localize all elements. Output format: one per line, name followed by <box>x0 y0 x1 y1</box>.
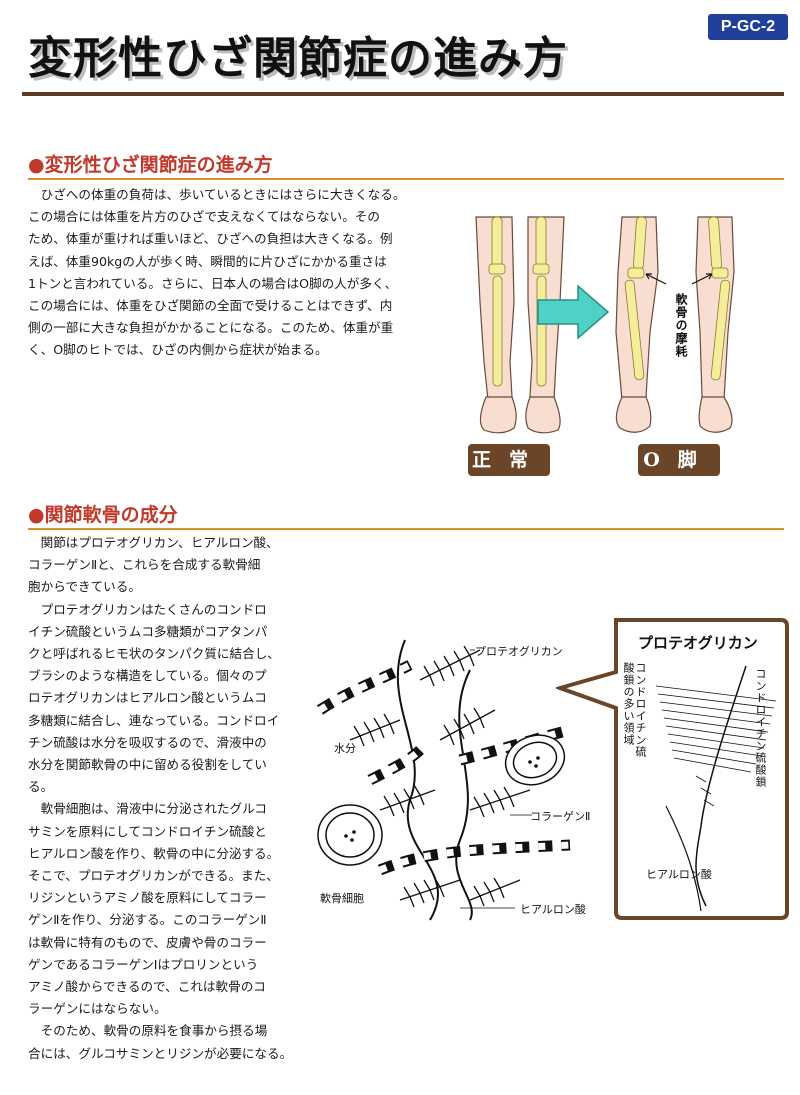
body-line: ブラシのような構造をしている。個々のプ <box>28 668 267 684</box>
body-line: ため、体重が重ければ重いほど、ひざへの負担は大きくなる。例 <box>28 231 393 247</box>
body-line: この場合には体重を片方のひざで支えなくてはならない。その <box>28 209 380 225</box>
body-line: 多糖類に結合し、連なっている。コンドロイ <box>28 712 280 728</box>
inset-title: プロテオグリカン <box>638 634 758 652</box>
section-heading-progression: ●変形性ひざ関節症の進み方 <box>28 154 273 176</box>
title-divider <box>22 92 784 96</box>
body-line: は軟骨に特有のもので、皮膚や骨のコラー <box>28 934 267 950</box>
wear-pointer-arrows <box>645 273 713 285</box>
chondrocyte-label: 軟骨細胞 <box>320 892 364 905</box>
body-line: ゲンであるコラーゲンⅠはプロリンという <box>28 956 259 972</box>
normal-label-badge: 正常 <box>468 444 550 476</box>
body-line: 関節はプロテオグリカン、ヒアルロン酸、 <box>28 535 279 550</box>
proteoglycan-label: プロテオグリカン <box>475 645 563 658</box>
body-line: イチン硫酸というムコ多糖類がコアタンパ <box>28 623 268 639</box>
body-line: コラーゲンⅡと、これらを合成する軟骨細 <box>28 557 261 573</box>
body-line: 水分を関節軟骨の中に留める役割をしてい <box>28 757 267 773</box>
body-line: ひざへの体重の負荷は、歩いているときにはさらに大きくなる。 <box>28 187 406 202</box>
body-line: ゲンⅡを作り、分泌する。このコラーゲンⅡ <box>28 912 267 928</box>
o-leg-label-badge: O脚 <box>638 444 720 476</box>
body-line: 軟骨細胞は、滑液中に分泌されたグルコ <box>28 801 268 817</box>
body-line: えば、体重90kgの人が歩く時、瞬間的に片ひざにかかる重さは <box>28 253 387 269</box>
cartilage-wear-label: 軟骨の摩耗 <box>674 293 688 358</box>
arrow-right-icon <box>537 284 610 340</box>
body-line: 胞からできている。 <box>28 579 141 595</box>
section2-body: 関節はプロテオグリカン、ヒアルロン酸、 コラーゲンⅡと、これらを合成する軟骨細 … <box>28 532 292 1065</box>
body-line: サミンを原料にしてコンドロイチン硫酸と <box>28 823 267 839</box>
body-line: ラーゲンにはならない。 <box>28 1001 167 1017</box>
section-divider <box>28 178 784 180</box>
o-leg-bones <box>624 216 731 381</box>
body-line: 側の一部に大きな負担がかかることになる。このため、体重が重 <box>28 320 394 336</box>
body-line: く、O脚のヒトでは、ひざの内側から症状が始まる。 <box>28 342 328 358</box>
page-code-badge: P-GC-2 <box>708 14 788 40</box>
page-title: 変形性ひざ関節症の進み方 <box>28 33 568 84</box>
collagen-label: コラーゲンⅡ <box>530 810 591 823</box>
legs-illustration <box>475 216 735 434</box>
body-line: この場合には、体重をひざ関節の全面で受けることはできず、内 <box>28 298 393 314</box>
proteoglycan-inset-frame <box>556 618 789 920</box>
body-line: 合には、グルコサミンとリジンが必要になる。 <box>28 1045 293 1061</box>
body-line: 1トンと言われている。さらに、日本人の場合はO脚の人が多く、 <box>28 275 398 291</box>
body-line: そのため、軟骨の原料を食事から摂る場 <box>28 1023 268 1039</box>
cartilage-matrix-diagram <box>316 639 572 921</box>
body-line: る。 <box>28 779 54 795</box>
body-line: リジンというアミノ酸を原料にしてコラー <box>28 890 267 906</box>
normal-bones <box>488 216 550 387</box>
normal-legs <box>475 216 565 434</box>
inset-many-region-label: コンドロイチン硫酸鎖の多い領域 <box>622 662 647 758</box>
body-line: ヒアルロン酸を作り、軟骨の中に分泌する。 <box>28 845 280 861</box>
body-line: ロテオグリカンはヒアルロン酸というムコ <box>28 690 267 706</box>
proteoglycan-brushes <box>349 645 531 908</box>
water-label: 水分 <box>334 742 356 755</box>
section-heading-cartilage: ●関節軟骨の成分 <box>28 504 178 526</box>
body-line: そこで、プロテオグリカンができる。また、 <box>28 868 279 884</box>
hyaluronic-label: ヒアルロン酸 <box>520 903 586 916</box>
body-line: アミノ酸からできるので、これは軟骨のコ <box>28 979 266 995</box>
body-line: チン硫酸は水分を吸収するので、滑液中の <box>28 734 267 750</box>
body-line: クと呼ばれるヒモ状のタンパク質に結合し、 <box>28 646 280 662</box>
inset-hyaluronic-label: ヒアルロン酸 <box>646 868 712 881</box>
chondrocyte-cells <box>317 734 566 866</box>
section1-body: ひざへの体重の負荷は、歩いているときにはさらに大きくなる。 この場合には体重を片… <box>28 184 405 362</box>
section-divider <box>28 528 784 530</box>
inset-chain-label: コンドロイチン硫酸鎖 <box>754 668 767 788</box>
body-line: プロテオグリカンはたくさんのコンドロ <box>28 601 267 617</box>
